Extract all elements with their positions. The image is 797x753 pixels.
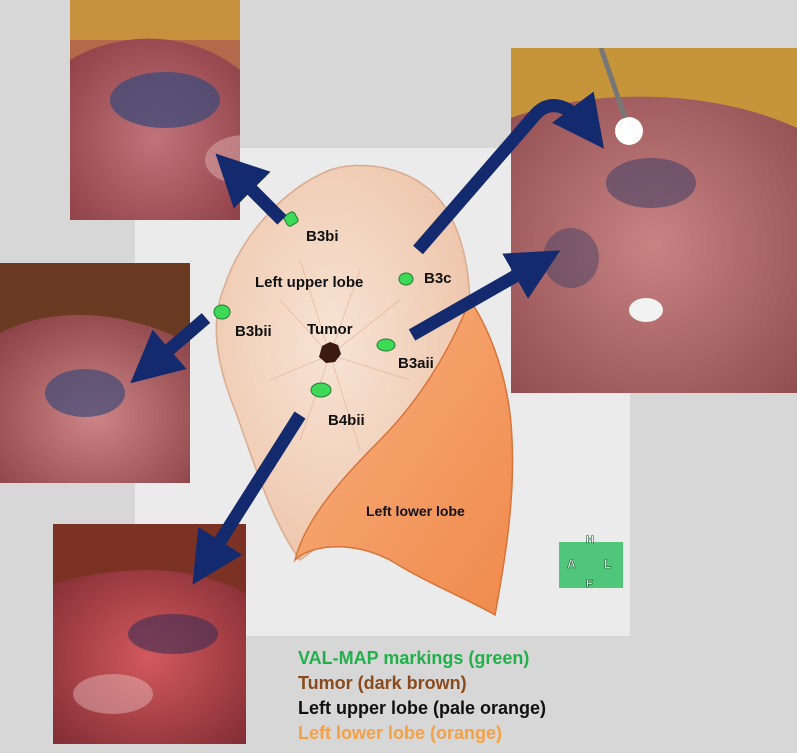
label-tumor: Tumor — [307, 321, 353, 338]
label-b3c: B3c — [424, 270, 452, 287]
label-left-lower-lobe: Left lower lobe — [366, 503, 465, 519]
arrow-b3c — [418, 106, 590, 250]
label-b3bii: B3bii — [235, 323, 272, 340]
orientation-h: H — [586, 534, 594, 546]
orientation-a: A — [567, 557, 576, 571]
legend: VAL-MAP markings (green) Tumor (dark bro… — [298, 646, 546, 746]
arrow-b3bi — [232, 170, 282, 220]
arrow-b4bii — [205, 415, 300, 565]
orientation-f: F — [586, 578, 593, 590]
legend-lower-lobe: Left lower lobe (orange) — [298, 721, 546, 746]
legend-val-map: VAL-MAP markings (green) — [298, 646, 546, 671]
orientation-indicator: H A L F — [559, 542, 623, 588]
legend-upper-lobe: Left upper lobe (pale orange) — [298, 696, 546, 721]
label-b3bi: B3bi — [306, 228, 339, 245]
orientation-l: L — [604, 557, 611, 571]
arrow-b3bii — [148, 318, 206, 368]
label-left-upper-lobe: Left upper lobe — [255, 274, 363, 291]
legend-tumor: Tumor (dark brown) — [298, 671, 546, 696]
label-b4bii: B4bii — [328, 412, 365, 429]
label-b3aii: B3aii — [398, 355, 434, 372]
